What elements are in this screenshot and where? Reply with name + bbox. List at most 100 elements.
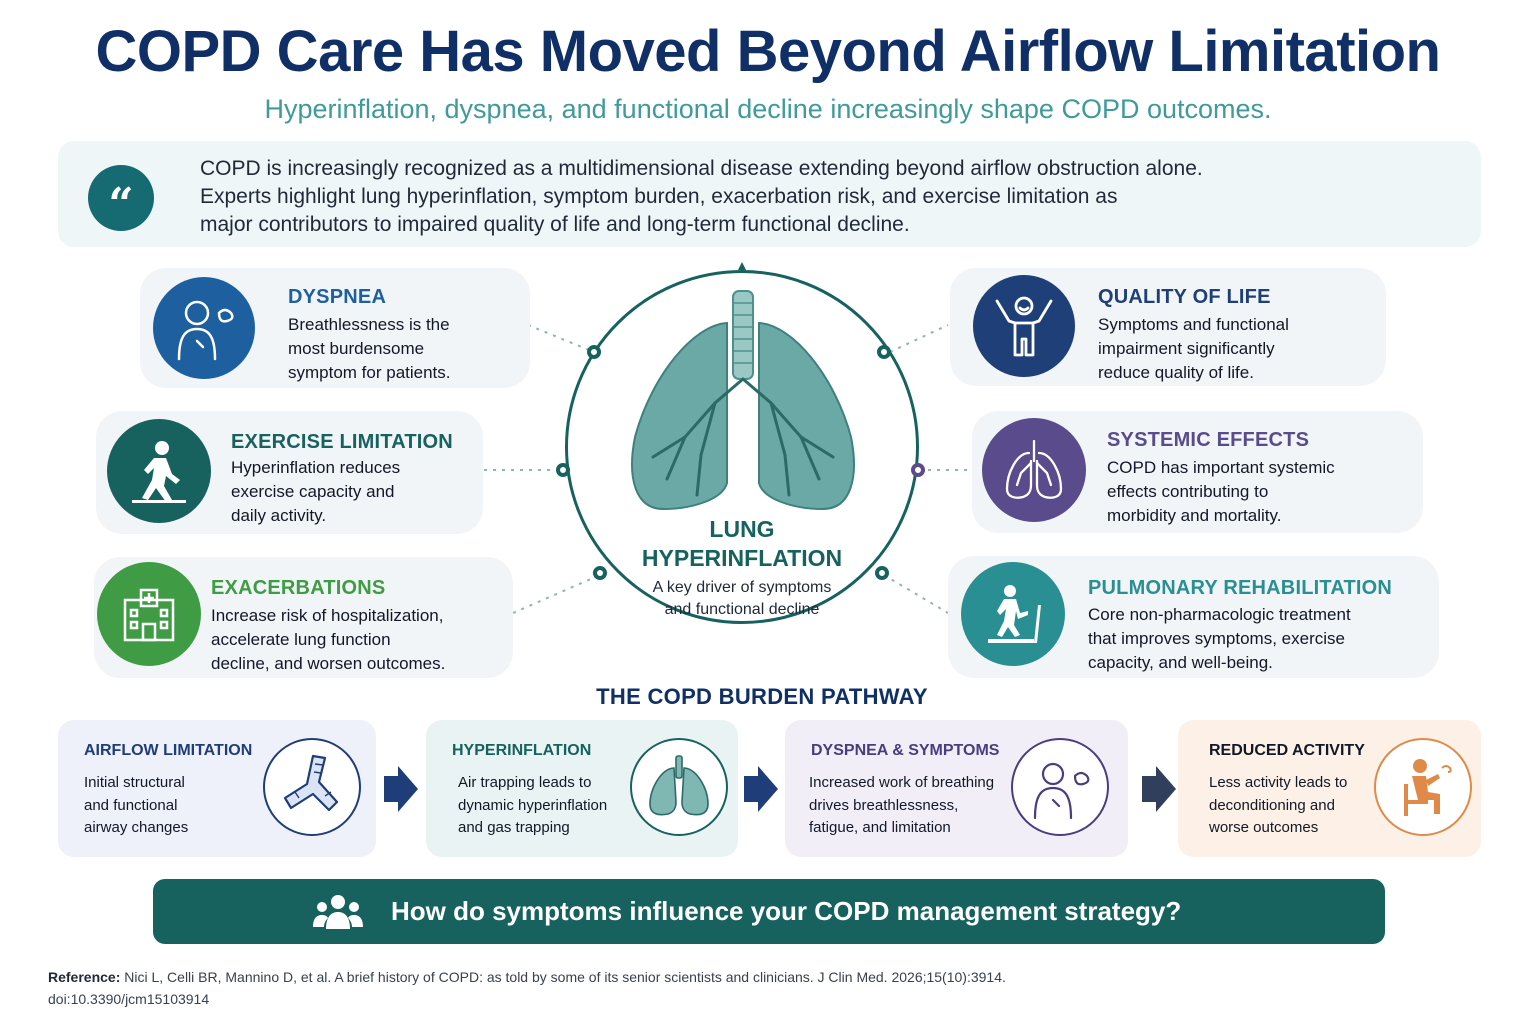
lungs-icon bbox=[630, 738, 728, 836]
card-title: EXACERBATIONS bbox=[211, 577, 386, 599]
breathless-person-icon bbox=[1011, 738, 1109, 836]
step-title: DYSPNEA & SYMPTOMS bbox=[811, 742, 1000, 759]
quote-line: major contributors to impaired quality o… bbox=[200, 213, 910, 236]
card-line: Breathlessness is the bbox=[288, 315, 450, 334]
reference: Reference: Nici L, Celli BR, Mannino D, … bbox=[48, 966, 1488, 1010]
factor-card-exercise-limitation: EXERCISE LIMITATION Hyperinflation reduc… bbox=[96, 411, 483, 534]
arrow-right-icon bbox=[384, 766, 418, 812]
card-line: Increase risk of hospitalization, bbox=[211, 606, 444, 625]
reference-text: Nici L, Celli BR, Mannino D, et al. A br… bbox=[120, 969, 1006, 985]
breathless-person-icon bbox=[153, 277, 255, 379]
card-body: Breathlessness is the most burdensome sy… bbox=[288, 313, 451, 385]
factor-card-quality-of-life: QUALITY OF LIFE Symptoms and functional … bbox=[950, 268, 1386, 386]
connector-node bbox=[875, 566, 889, 580]
reference-label: Reference: bbox=[48, 969, 121, 985]
connector-node bbox=[911, 463, 925, 477]
card-line: most burdensome bbox=[288, 339, 425, 358]
treadmill-icon bbox=[961, 562, 1065, 666]
card-line: capacity, and well-being. bbox=[1088, 653, 1273, 672]
call-to-action-text: How do symptoms influence your COPD mana… bbox=[391, 896, 1182, 926]
card-body: Increase risk of hospitalization, accele… bbox=[211, 604, 445, 676]
card-line: morbidity and mortality. bbox=[1107, 506, 1282, 525]
step-title: AIRFLOW LIMITATION bbox=[84, 742, 253, 759]
step-line: worse outcomes bbox=[1209, 819, 1319, 836]
connector-node bbox=[877, 345, 891, 359]
card-body: Hyperinflation reduces exercise capacity… bbox=[231, 456, 400, 528]
connector-node bbox=[556, 463, 570, 477]
quote-icon: “ bbox=[88, 165, 154, 231]
people-group-icon bbox=[313, 895, 363, 929]
connector-lines bbox=[484, 262, 972, 614]
hub-description: A key driver of symptoms and functional … bbox=[568, 577, 916, 621]
airway-icon bbox=[263, 738, 361, 836]
quote-line: Experts highlight lung hyperinflation, s… bbox=[200, 185, 1118, 208]
step-line: drives breathlessness, bbox=[809, 796, 959, 814]
happy-person-icon bbox=[973, 275, 1075, 377]
card-line: Symptoms and functional bbox=[1098, 315, 1289, 334]
step-body: Less activity leads to deconditioning an… bbox=[1209, 772, 1347, 840]
hub-label-line: LUNG bbox=[709, 516, 775, 542]
card-line: Hyperinflation reduces bbox=[231, 458, 401, 477]
step-line: deconditioning and bbox=[1209, 796, 1335, 814]
quote-line: COPD is increasingly recognized as a mul… bbox=[200, 157, 1203, 180]
factor-card-pulmonary-rehabilitation: PULMONARY REHABILITATION Core non-pharma… bbox=[948, 556, 1439, 678]
step-line: dynamic hyperinflation bbox=[458, 796, 608, 814]
step-body: Increased work of breathing drives breat… bbox=[809, 772, 994, 840]
seated-person-icon bbox=[1374, 738, 1472, 836]
step-line: and functional bbox=[84, 796, 178, 814]
hub-desc-line: and functional decline bbox=[664, 601, 820, 618]
card-line: accelerate lung function bbox=[211, 630, 391, 649]
connector-node bbox=[587, 345, 601, 359]
walking-person-icon bbox=[107, 419, 211, 523]
call-to-action-banner: How do symptoms influence your COPD mana… bbox=[153, 879, 1385, 944]
step-line: Less activity leads to bbox=[1209, 774, 1348, 791]
factor-card-systemic-effects: SYSTEMIC EFFECTS COPD has important syst… bbox=[972, 411, 1423, 533]
card-line: that improves symptoms, exercise bbox=[1088, 629, 1345, 648]
card-body: COPD has important systemic effects cont… bbox=[1107, 456, 1335, 528]
card-line: Core non-pharmacologic treatment bbox=[1088, 605, 1351, 624]
quote-box: “ COPD is increasingly recognized as a m… bbox=[58, 141, 1481, 247]
card-line: exercise capacity and bbox=[231, 482, 395, 501]
card-title: SYSTEMIC EFFECTS bbox=[1107, 429, 1310, 451]
pathway-title: THE COPD BURDEN PATHWAY bbox=[596, 684, 928, 709]
hub-desc-line: A key driver of symptoms bbox=[652, 579, 832, 596]
connector-node bbox=[593, 566, 607, 580]
factor-card-dyspnea: DYSPNEA Breathlessness is the most burde… bbox=[140, 268, 530, 388]
card-line: impairment significantly bbox=[1098, 339, 1275, 358]
reference-doi: doi:10.3390/jcm15103914 bbox=[48, 991, 210, 1007]
card-line: COPD has important systemic bbox=[1107, 458, 1335, 477]
pathway-step-hyperinflation: HYPERINFLATION Air trapping leads to dyn… bbox=[426, 720, 738, 857]
card-title: DYSPNEA bbox=[288, 286, 387, 308]
hospital-icon bbox=[97, 562, 201, 666]
card-body: Symptoms and functional impairment signi… bbox=[1098, 313, 1289, 385]
hub-label-line: HYPERINFLATION bbox=[641, 545, 843, 571]
card-line: symptom for patients. bbox=[288, 363, 451, 382]
step-body: Initial structural and functional airway… bbox=[84, 772, 188, 840]
card-title: QUALITY OF LIFE bbox=[1098, 286, 1271, 308]
lungs-icon bbox=[631, 290, 855, 511]
page-subtitle: Hyperinflation, dyspnea, and functional … bbox=[264, 94, 1272, 124]
step-line: Air trapping leads to bbox=[458, 774, 592, 791]
card-line: daily activity. bbox=[231, 506, 327, 525]
step-title: REDUCED ACTIVITY bbox=[1209, 742, 1365, 759]
pathway-step-reduced-activity: REDUCED ACTIVITY Less activity leads to … bbox=[1178, 720, 1481, 857]
step-line: fatigue, and limitation bbox=[809, 819, 951, 836]
card-title: PULMONARY REHABILITATION bbox=[1088, 577, 1393, 599]
page-title: COPD Care Has Moved Beyond Airflow Limit… bbox=[95, 19, 1441, 84]
step-line: Increased work of breathing bbox=[809, 774, 995, 791]
step-line: and gas trapping bbox=[458, 819, 570, 836]
pathway-step-airflow-limitation: AIRFLOW LIMITATION Initial structural an… bbox=[58, 720, 376, 857]
pathway-step-dyspnea-symptoms: DYSPNEA & SYMPTOMS Increased work of bre… bbox=[785, 720, 1128, 857]
card-line: effects contributing to bbox=[1107, 482, 1269, 501]
lungs-outline-icon bbox=[982, 418, 1086, 522]
card-line: reduce quality of life. bbox=[1098, 363, 1254, 382]
arrow-right-icon bbox=[744, 766, 778, 812]
step-title: HYPERINFLATION bbox=[452, 742, 592, 759]
step-line: Initial structural bbox=[84, 774, 185, 791]
quote-text: COPD is increasingly recognized as a mul… bbox=[200, 155, 1420, 239]
arrow-right-icon bbox=[1142, 766, 1176, 812]
step-line: airway changes bbox=[84, 819, 189, 836]
step-body: Air trapping leads to dynamic hyperinfla… bbox=[458, 772, 607, 840]
card-body: Core non-pharmacologic treatment that im… bbox=[1088, 603, 1351, 675]
factor-card-exacerbations: EXACERBATIONS Increase risk of hospitali… bbox=[94, 557, 513, 678]
